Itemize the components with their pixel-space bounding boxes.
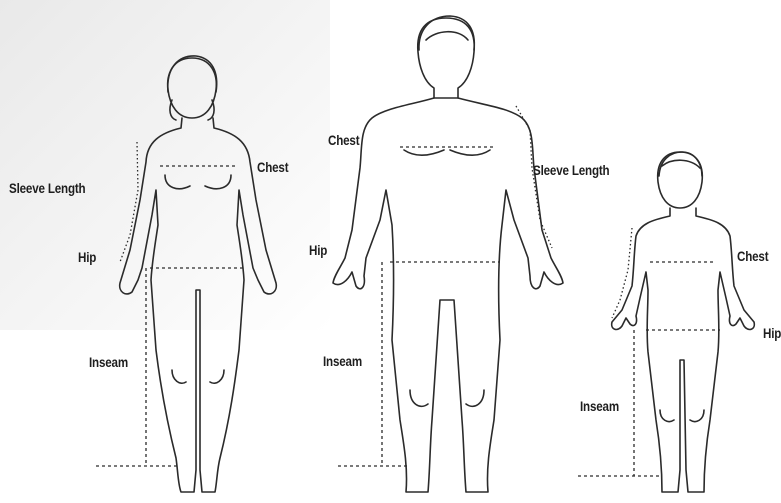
child-chest-label: Chest xyxy=(737,249,768,264)
man-head xyxy=(418,18,475,98)
man-figure xyxy=(333,16,563,492)
child-knees xyxy=(660,410,704,422)
man-chest-label: Chest xyxy=(328,133,359,148)
woman-sleeve-length-label: Sleeve Length xyxy=(9,181,85,196)
man-hip-label: Hip xyxy=(309,243,327,258)
man-inseam-label: Inseam xyxy=(323,354,362,369)
child-figure xyxy=(578,152,754,492)
man-chest-contour xyxy=(404,150,490,155)
woman-hip-label: Hip xyxy=(78,250,96,265)
child-hair xyxy=(659,152,702,176)
man-sleeve-length-label: Sleeve Length xyxy=(533,163,609,178)
child-inseam-label: Inseam xyxy=(580,399,619,414)
child-hip-label: Hip xyxy=(763,326,781,341)
woman-knees xyxy=(172,370,224,383)
man-body-outline xyxy=(333,98,563,492)
woman-chest-label: Chest xyxy=(257,160,288,175)
child-body-outline xyxy=(612,208,755,492)
man-knees xyxy=(410,390,484,406)
man-hair xyxy=(419,16,474,50)
woman-inseam-label: Inseam xyxy=(89,355,128,370)
child-sleeve-line xyxy=(612,228,632,318)
